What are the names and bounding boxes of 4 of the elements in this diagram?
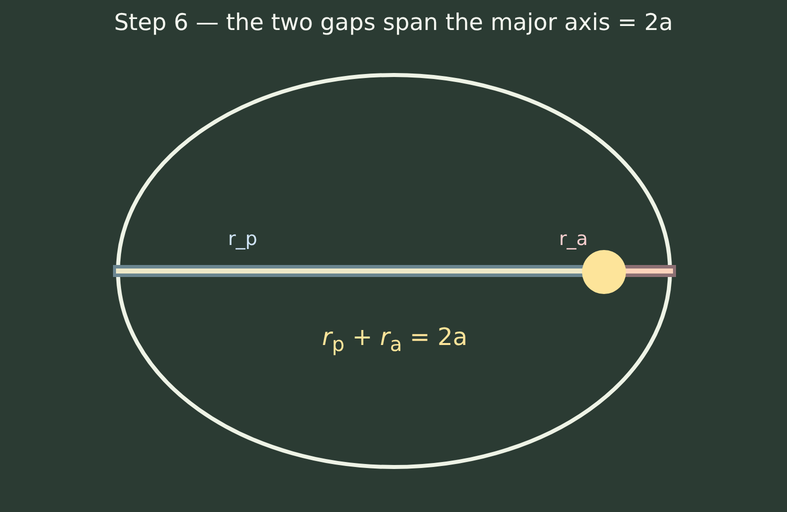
title: Step 6 — the two gaps span the major axis = 2a	[113, 10, 674, 36]
dimension-label: r_a	[559, 228, 588, 250]
dimension-label: r_p	[228, 228, 258, 250]
formula: r$_{p}$ + r$_{a}$ = 2a	[322, 323, 468, 356]
